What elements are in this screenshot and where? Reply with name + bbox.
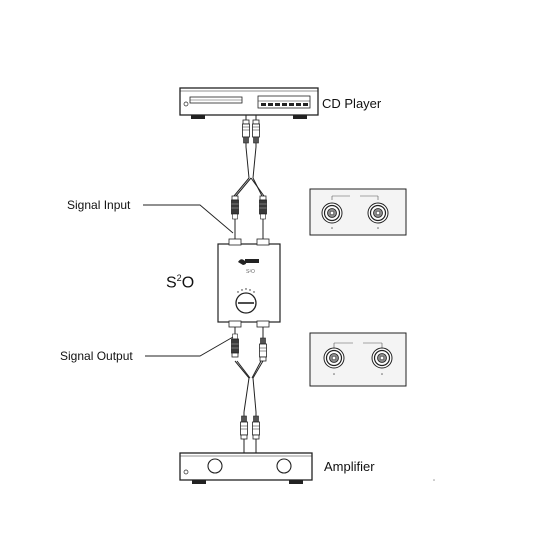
amp-cable: [231, 327, 267, 453]
output-panel-detail: [309, 332, 407, 387]
cd-cable: [231, 115, 267, 244]
rca-plug-icon: [240, 411, 248, 440]
rca-plug-icon: [242, 119, 250, 148]
signal-input-leader: [143, 204, 234, 234]
s2o-label-base: S: [166, 274, 177, 292]
rca-jack-icon: [321, 202, 343, 224]
rca-plug-icon: [231, 195, 239, 220]
rca-plug-icon: [252, 411, 260, 440]
speck: [433, 479, 435, 481]
s2o-label-tail: O: [181, 274, 195, 292]
rca-plug-icon: [252, 119, 260, 148]
rca-plug-icon: [259, 195, 267, 220]
rca-jack-icon: [367, 202, 389, 224]
s2o-label-sup: 2: [176, 273, 182, 283]
model-mark: S²O: [246, 269, 255, 275]
rca-jack-icon: [323, 347, 345, 369]
amplifier-icon: [179, 452, 313, 484]
rca-jack-icon: [371, 347, 393, 369]
s2o-device: S²O: [217, 238, 281, 328]
cd-player-label: CD Player: [322, 96, 382, 111]
amplifier-label: Amplifier: [324, 459, 375, 474]
signal-output-label: Signal Output: [60, 349, 133, 363]
signal-input-label: Signal Input: [67, 198, 131, 212]
cd-player-icon: [179, 87, 319, 119]
volume-knob-icon: [235, 288, 257, 314]
rca-plug-icon: [259, 333, 267, 362]
input-panel-detail: [309, 188, 407, 236]
brand-logo: [238, 259, 259, 265]
signal-output-leader: [145, 336, 234, 357]
s2o-label: S2O: [166, 273, 194, 292]
